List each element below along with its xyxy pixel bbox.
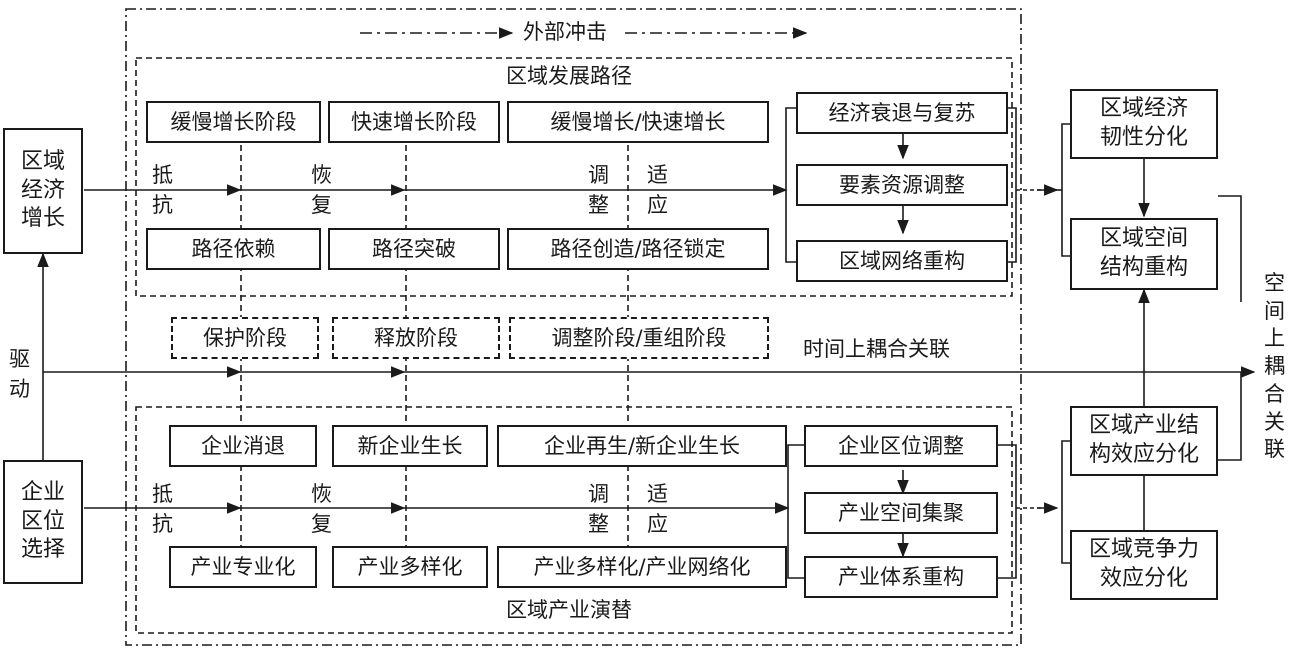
- adjust-label-lower: 调 整: [588, 482, 609, 537]
- temporal-coupling-label: 时间上耦合关联: [803, 337, 950, 361]
- phase-protection: 保护阶段: [171, 317, 319, 359]
- location-choice-box: 企业 区位 选择: [3, 460, 83, 584]
- recession-recovery-box: 经济衰退与复苏: [796, 92, 1008, 134]
- industry-diversification-networking: 产业多样化/产业网络化: [497, 546, 787, 588]
- industry-diversification: 产业多样化: [332, 546, 488, 588]
- outer-frame: [125, 8, 1022, 646]
- spatial-agglomeration-box: 产业空间集聚: [804, 492, 998, 534]
- spatial-coupling-label: 空 间 上 耦 合 关 联: [1264, 271, 1285, 462]
- stage-new-enterprise: 新企业生长: [332, 425, 488, 467]
- stage-fast-growth: 快速增长阶段: [328, 101, 500, 143]
- recover-label-upper: 恢 复: [311, 163, 332, 218]
- path-dependence: 路径依赖: [146, 228, 321, 270]
- adapt-label-lower: 适 应: [647, 482, 668, 537]
- industry-system-restructure-box: 产业体系重构: [804, 556, 998, 598]
- industry-frame: [135, 406, 1013, 634]
- network-restructure-box: 区域网络重构: [796, 240, 1008, 282]
- stage-slow-growth: 缓慢增长阶段: [146, 101, 321, 143]
- recover-label-lower: 恢 复: [311, 482, 332, 537]
- resilience-divergence-box: 区域经济 韧性分化: [1070, 89, 1218, 159]
- phase-adjust-reorganize: 调整阶段/重组阶段: [509, 317, 769, 359]
- regional-economic-growth-box: 区域 经济 增长: [3, 128, 83, 254]
- path-frame: [135, 57, 1013, 297]
- stage-slow-fast-growth: 缓慢增长/快速增长: [507, 101, 769, 143]
- drive-label: 驱 动: [9, 347, 30, 402]
- stage-enterprise-exit: 企业消退: [169, 425, 317, 467]
- resource-adjustment-box: 要素资源调整: [796, 164, 1008, 206]
- resist-label-upper: 抵 抗: [152, 163, 173, 218]
- adjust-label-upper: 调 整: [588, 163, 609, 218]
- competitiveness-divergence-box: 区域竞争力 效应分化: [1070, 530, 1218, 600]
- path-creation-lockin: 路径创造/路径锁定: [507, 228, 769, 270]
- industry-effect-divergence-box: 区域产业结 构效应分化: [1070, 406, 1218, 476]
- stage-regeneration: 企业再生/新企业生长: [497, 425, 787, 467]
- external-shock-label: 外部冲击: [520, 22, 610, 43]
- industry-specialization: 产业专业化: [169, 546, 317, 588]
- location-adjustment-box: 企业区位调整: [804, 425, 998, 467]
- adapt-label-upper: 适 应: [647, 163, 668, 218]
- resist-label-lower: 抵 抗: [152, 482, 173, 537]
- regional-path-title: 区域发展路径: [503, 66, 635, 87]
- spatial-restructure-box: 区域空间 结构重构: [1070, 218, 1218, 290]
- phase-release: 释放阶段: [332, 317, 500, 359]
- industry-evolution-title: 区域产业演替: [503, 600, 635, 621]
- path-breakthrough: 路径突破: [328, 228, 500, 270]
